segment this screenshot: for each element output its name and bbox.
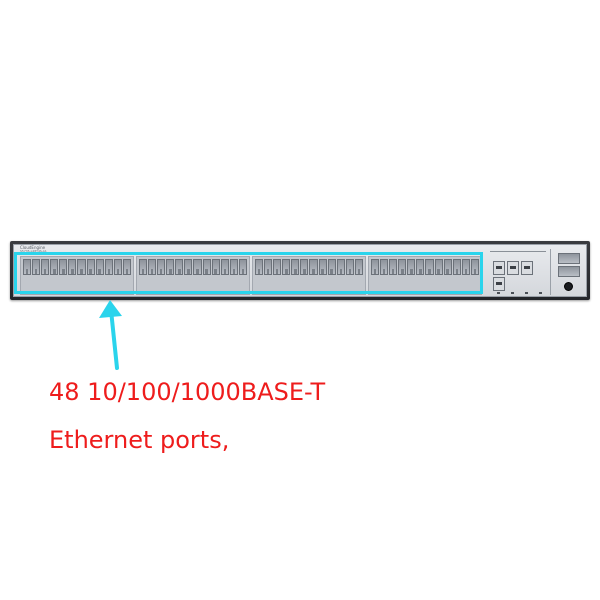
caption-line-2: Ethernet ports, (49, 426, 230, 454)
rj45-port (220, 259, 229, 275)
reset-button (564, 282, 573, 291)
rj45-port (211, 259, 220, 275)
rj45-port (461, 259, 470, 275)
sfp-port (493, 277, 505, 291)
rj45-port (380, 259, 389, 275)
rj45-port (443, 259, 452, 275)
rj45-port (255, 259, 264, 275)
rj45-port (398, 259, 407, 275)
rj45-port (166, 259, 175, 275)
rj45-port (139, 259, 148, 275)
rj45-port (416, 259, 425, 275)
rj45-port (86, 259, 95, 275)
rj45-port (354, 259, 363, 275)
rj45-port (264, 259, 273, 275)
port-group-1 (20, 256, 134, 295)
rj45-port (300, 259, 309, 275)
rj45-port (113, 259, 122, 275)
brand-label: CloudEngine (20, 245, 46, 250)
rj45-port (104, 259, 113, 275)
rj45-port (229, 259, 238, 275)
port-group-4 (368, 256, 482, 295)
port-group-3 (252, 256, 366, 295)
status-led (497, 292, 500, 294)
rj45-port (202, 259, 211, 275)
rj45-port (122, 259, 131, 275)
rj45-port (425, 259, 434, 275)
rj45-port (184, 259, 193, 275)
rj45-port (238, 259, 247, 275)
rj45-port (157, 259, 166, 275)
rj45-port (318, 259, 327, 275)
rj45-port (470, 259, 479, 275)
rj45-port (50, 259, 59, 275)
model-label: S5735-L48T4S-A1 (20, 249, 47, 253)
rj45-port (327, 259, 336, 275)
rj45-port (371, 259, 380, 275)
rj45-port (291, 259, 300, 275)
sfp-label-line (490, 251, 546, 257)
console-port (558, 253, 580, 264)
management-section (550, 249, 585, 295)
rj45-port (273, 259, 282, 275)
sfp-port (521, 261, 533, 275)
status-led (539, 292, 542, 294)
usb-port (558, 266, 580, 277)
rj45-port (95, 259, 104, 275)
sfp-port (507, 261, 519, 275)
rj45-port (148, 259, 157, 275)
switch-faceplate: CloudEngine S5735-L48T4S-A1 (13, 244, 587, 297)
rj45-port (175, 259, 184, 275)
rj45-port (452, 259, 461, 275)
rj45-port (389, 259, 398, 275)
rj45-port (23, 259, 32, 275)
rj45-port (282, 259, 291, 275)
rj45-port (407, 259, 416, 275)
rj45-port (345, 259, 354, 275)
status-led (525, 292, 528, 294)
rj45-port (434, 259, 443, 275)
rj45-port (68, 259, 77, 275)
rj45-port (41, 259, 50, 275)
rj45-port (77, 259, 86, 275)
sfp-port (493, 261, 505, 275)
rj45-port (59, 259, 68, 275)
rj45-port (309, 259, 318, 275)
status-led (511, 292, 514, 294)
pointer-arrow-icon (99, 300, 122, 370)
ethernet-ports-highlight (14, 252, 483, 294)
rj45-port (32, 259, 41, 275)
sfp-port-area (490, 251, 546, 295)
rj45-port (336, 259, 345, 275)
rj45-port (193, 259, 202, 275)
switch-chassis: CloudEngine S5735-L48T4S-A1 (10, 241, 590, 300)
port-group-2 (136, 256, 250, 295)
caption-line-1: 48 10/100/1000BASE-T (49, 378, 326, 406)
